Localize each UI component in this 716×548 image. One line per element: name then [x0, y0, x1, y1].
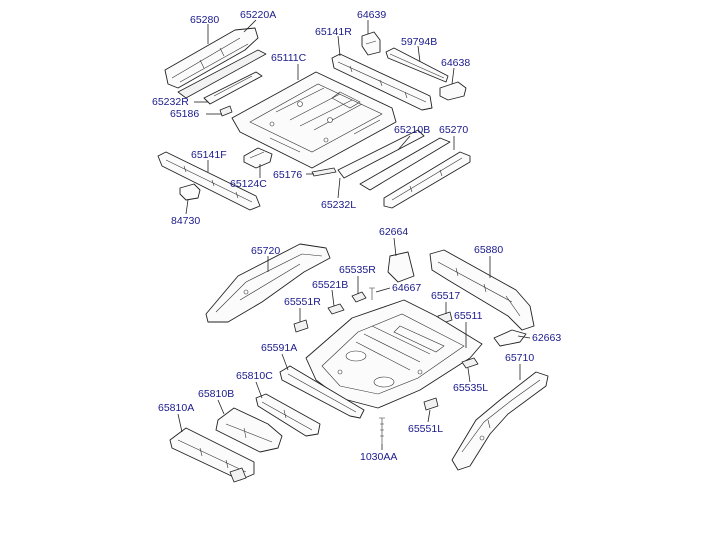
label-65535R: 65535R [339, 264, 376, 276]
label-65220A: 65220A [240, 9, 277, 21]
label-64639: 64639 [357, 9, 387, 21]
label-59794B: 59794B [401, 36, 438, 48]
part-64638 [439, 81, 467, 101]
label-65124C: 65124C [230, 178, 267, 190]
label-65535L: 65535L [453, 382, 489, 394]
part-1030AA [379, 417, 385, 444]
label-62663: 62663 [532, 332, 562, 344]
part-65810B [215, 407, 283, 453]
label-65710: 65710 [505, 352, 535, 364]
label-65270: 65270 [439, 124, 469, 136]
label-65551R: 65551R [284, 296, 321, 308]
part-65111C [231, 71, 397, 169]
label-65521B: 65521B [312, 279, 349, 291]
part-65186 [219, 105, 233, 117]
label-65210B: 65210B [394, 124, 431, 136]
part-59794B [385, 47, 449, 83]
label-65111C: 65111C [271, 52, 307, 64]
part-65280 [177, 49, 267, 99]
part-65720 [205, 243, 331, 323]
part-65810A [169, 427, 255, 483]
label-65810A: 65810A [158, 402, 195, 414]
label-65176: 65176 [273, 169, 303, 181]
label-65280: 65280 [190, 14, 220, 26]
part-62664 [387, 251, 415, 283]
label-65511: 65511 [454, 310, 483, 322]
part-65176 [311, 167, 337, 177]
part-65591A [279, 365, 365, 419]
label-65141F: 65141F [191, 149, 227, 161]
part-65710 [451, 371, 549, 471]
label-65141R: 65141R [315, 26, 352, 38]
label-65810C: 65810C [236, 370, 273, 382]
label-65232L: 65232L [321, 199, 357, 211]
part-65551R [293, 319, 309, 333]
part-65270 [359, 137, 471, 209]
part-64639 [361, 31, 381, 56]
part-65810C [255, 393, 321, 437]
leader-lines [177, 19, 531, 450]
label-65551L: 65551L [408, 423, 444, 435]
part-65210B [337, 129, 425, 179]
label-1030AA: 1030AA [360, 451, 398, 463]
part-65551L [423, 397, 439, 411]
part-65535L [461, 357, 479, 369]
label-65880: 65880 [474, 244, 504, 256]
label-65517: 65517 [431, 290, 461, 302]
label-65232R: 65232R [152, 96, 189, 108]
label-62664: 62664 [379, 226, 409, 238]
part-65880 [429, 249, 535, 331]
label-64638: 64638 [441, 57, 471, 69]
part-65521B [327, 303, 345, 315]
label-65186: 65186 [170, 108, 200, 120]
label-64667: 64667 [392, 282, 422, 294]
part-65511 [305, 299, 483, 409]
part-65220A [164, 27, 259, 89]
part-62663 [493, 329, 527, 347]
label-84730: 84730 [171, 215, 201, 227]
label-65720: 65720 [251, 245, 281, 257]
label-65810B: 65810B [198, 388, 235, 400]
part-65124C [243, 147, 273, 169]
part-84730 [179, 183, 201, 201]
label-65591A: 65591A [261, 342, 298, 354]
part-65535R [351, 291, 367, 303]
part-65141F [157, 151, 261, 211]
part-64667 [369, 287, 375, 300]
